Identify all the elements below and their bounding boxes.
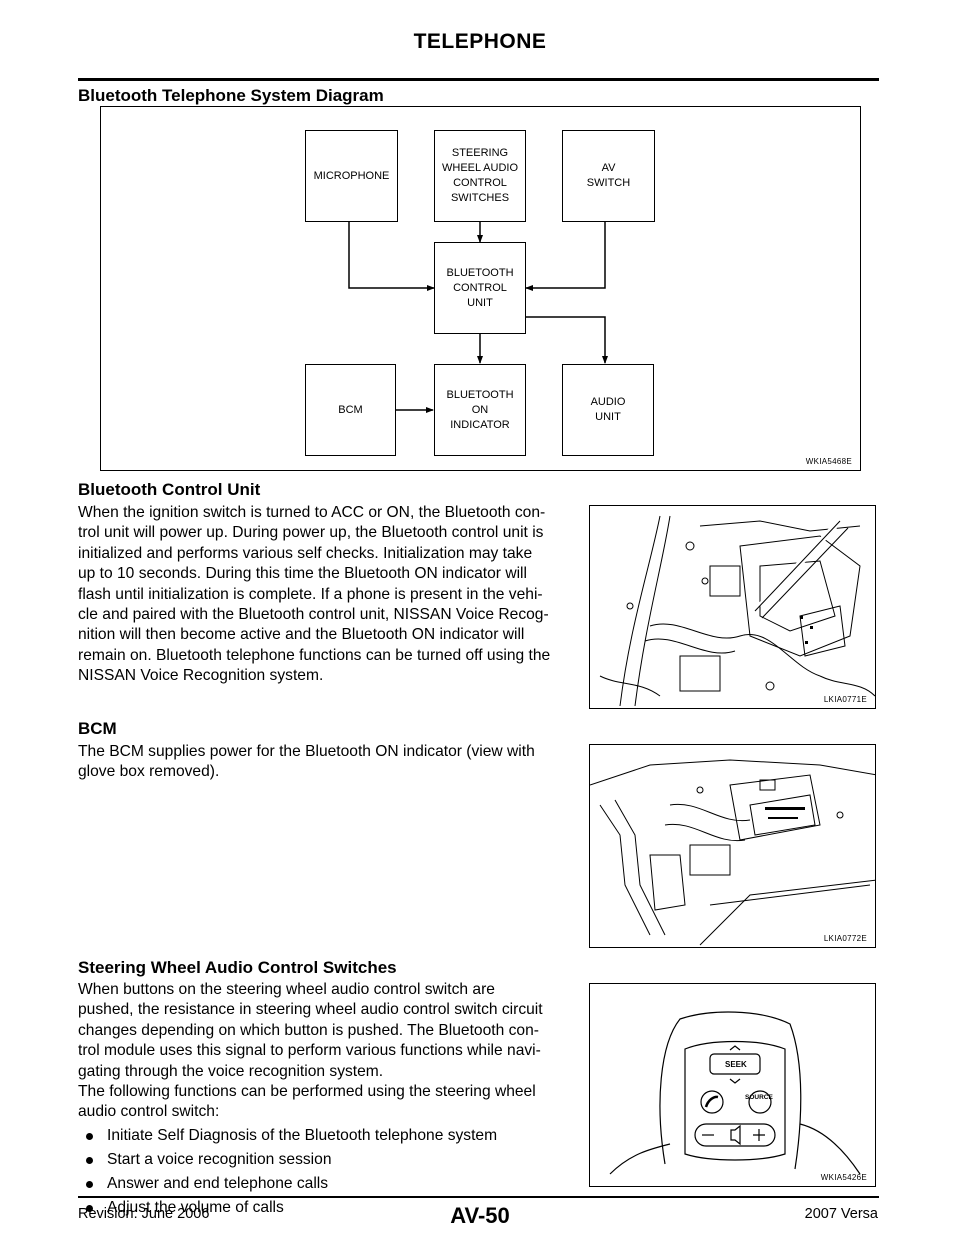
wire-microphone-to-control-unit xyxy=(348,222,435,291)
section-heading-control-unit: Bluetooth Control Unit xyxy=(78,480,261,499)
figure-control-unit-location: LKIA0771E xyxy=(589,505,876,709)
footer-revision: Revision: June 2006 xyxy=(78,1206,210,1222)
figure-code: LKIA0772E xyxy=(823,934,867,943)
bullet-icon xyxy=(86,1204,93,1212)
wire-control-unit-to-audio-unit xyxy=(526,316,608,364)
bullet-icon xyxy=(86,1156,93,1164)
text-line: glove box removed). xyxy=(78,763,220,781)
page-number: AV-50 xyxy=(450,1203,510,1228)
header-rule xyxy=(78,78,879,81)
steering-switch-illustration: SEEK SOURCE xyxy=(609,1011,861,1175)
box-bcm: BCM xyxy=(305,364,396,456)
bcm-illustration xyxy=(590,759,875,946)
bullet-list: Initiate Self Diagnosis of the Bluetooth… xyxy=(84,1124,584,1220)
text-line: When the ignition switch is turned to AC… xyxy=(78,504,546,521)
text-line: changes depending on which button is pus… xyxy=(78,1021,539,1039)
text-line: When buttons on the steering wheel audio… xyxy=(78,981,495,998)
text-line: audio control switch: xyxy=(78,1103,220,1121)
box-audio-unit: AUDIO UNIT xyxy=(562,364,654,456)
figure-steering-switches: SEEK SOURCE WKIA5426E xyxy=(589,983,876,1187)
bullet-text: Answer and end telephone calls xyxy=(107,1175,329,1192)
box-microphone: MICROPHONE xyxy=(305,130,398,222)
figure-code: WKIA5426E xyxy=(820,1173,867,1182)
list-item: Answer and end telephone calls xyxy=(84,1172,584,1196)
text-line: gating through the voice recognition sys… xyxy=(78,1062,384,1080)
text-line: NISSAN Voice Recognition system. xyxy=(78,667,324,685)
list-item: Adjust the volume of calls xyxy=(84,1196,584,1220)
diagram-connectors xyxy=(348,222,608,413)
bullet-icon xyxy=(86,1180,93,1188)
paragraph-steering-switches: When buttons on the steering wheel audio… xyxy=(78,980,576,1123)
section-heading-steering-switches: Steering Wheel Audio Control Switches xyxy=(78,958,397,977)
text-line: trol module uses this signal to perform … xyxy=(78,1042,541,1060)
text-line: The following functions can be performed… xyxy=(78,1083,536,1101)
figure-code: LKIA0771E xyxy=(823,695,867,704)
paragraph-control-unit: When the ignition switch is turned to AC… xyxy=(78,503,576,687)
box-av-switch: AV SWITCH xyxy=(562,130,655,222)
section-heading-bcm: BCM xyxy=(78,719,117,738)
text-line: The BCM supplies power for the Bluetooth… xyxy=(78,743,535,760)
source-label: SOURCE xyxy=(745,1094,773,1101)
bullet-text: Start a voice recognition session xyxy=(107,1151,332,1168)
paragraph-bcm: The BCM supplies power for the Bluetooth… xyxy=(78,742,576,783)
text-line: nition will then become active and the B… xyxy=(78,626,525,644)
seek-label: SEEK xyxy=(725,1060,747,1069)
text-line: pushed, the resistance in steering wheel… xyxy=(78,1001,543,1019)
bullet-text: Initiate Self Diagnosis of the Bluetooth… xyxy=(107,1127,498,1144)
wire-av-switch-to-control-unit xyxy=(525,222,606,291)
text-line: up to 10 seconds. During this time the B… xyxy=(78,565,527,583)
figure-code: WKIA5468E xyxy=(805,457,852,466)
page-title: TELEPHONE xyxy=(413,30,547,53)
box-bluetooth-on-indicator: BLUETOOTH ON INDICATOR xyxy=(434,364,526,456)
footer-model: 2007 Versa xyxy=(804,1206,878,1222)
footer-rule xyxy=(78,1196,879,1198)
control-unit-illustration xyxy=(599,515,875,707)
box-steering-switches: STEERING WHEEL AUDIO CONTROL SWITCHES xyxy=(434,130,526,222)
box-bluetooth-control-unit: BLUETOOTH CONTROL UNIT xyxy=(434,242,526,334)
bullet-icon xyxy=(86,1132,93,1140)
list-item: Start a voice recognition session xyxy=(84,1148,584,1172)
text-line: flash until initialization is complete. … xyxy=(78,585,543,603)
text-line: remain on. Bluetooth telephone functions… xyxy=(78,646,551,664)
list-item: Initiate Self Diagnosis of the Bluetooth… xyxy=(84,1124,584,1148)
bullet-text: Adjust the volume of calls xyxy=(107,1199,284,1216)
text-line: initialized and performs various self ch… xyxy=(78,544,533,562)
system-diagram: MICROPHONE STEERING WHEEL AUDIO CONTROL … xyxy=(100,106,861,471)
section-heading-system-diagram: Bluetooth Telephone System Diagram xyxy=(78,86,384,105)
text-line: cle and paired with the Bluetooth contro… xyxy=(78,606,549,624)
figure-bcm-location: LKIA0772E xyxy=(589,744,876,948)
text-line: trol unit will power up. During power up… xyxy=(78,524,544,542)
